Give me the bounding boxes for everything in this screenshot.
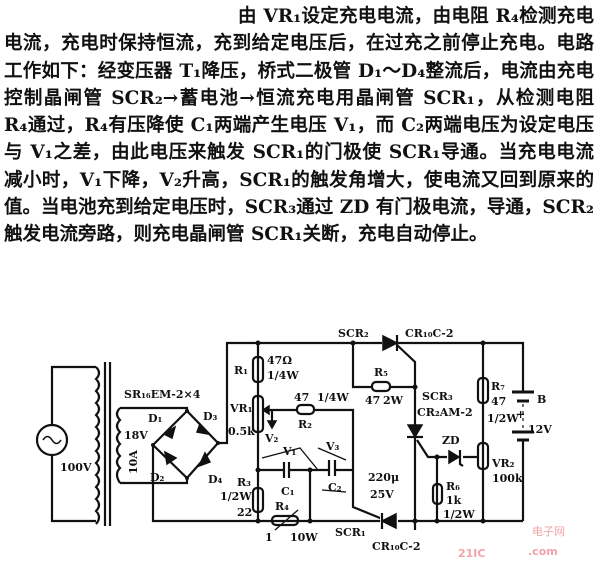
- resistor-r1: [251, 355, 265, 384]
- resistor-r5: [370, 380, 392, 393]
- transformer: [94, 362, 189, 526]
- label-secondary-current: 10A: [127, 450, 140, 474]
- label-r2-value: 47: [294, 391, 309, 404]
- svg-text:21IC: 21IC: [458, 547, 485, 560]
- text-line: 减小时，V₁下降，V₂升高，SCR₁的触发角增大，使电流又回到原来的: [4, 169, 594, 191]
- label-r6: R₆: [446, 480, 460, 493]
- label-scr2: SCR₂: [338, 327, 369, 340]
- label-d3: D₃: [203, 410, 218, 423]
- bridge-rectifier: [151, 341, 258, 523]
- label-v2: V₂: [264, 432, 279, 445]
- label-r2-power: 1/4W: [317, 391, 349, 404]
- label-scr3: SCR₃: [422, 390, 453, 403]
- label-v1: V₁: [282, 445, 297, 458]
- label-scr2-part: CR₁₀C-2: [405, 327, 454, 340]
- label-secondary-voltage: 18V: [124, 429, 148, 442]
- text-line: 控制晶闸管 SCR₂→蓄电池→恒流充电用晶闸管 SCR₁，从检测电阻: [4, 87, 594, 109]
- label-r7-value: 47: [491, 395, 506, 408]
- label-scr1: SCR₁: [335, 526, 366, 539]
- potentiometer-vr2: [476, 441, 490, 471]
- label-r6-value: 1k: [446, 494, 462, 507]
- svg-text:电子网: 电子网: [532, 525, 565, 538]
- label-battery-plus: +: [516, 408, 525, 421]
- diode-d1: [162, 425, 177, 440]
- resistor-r4: [270, 514, 300, 527]
- label-c-voltage: 25V: [370, 488, 394, 501]
- diode-d2: [164, 450, 178, 466]
- thyristor-scr1: [380, 512, 398, 530]
- label-v3: V₃: [325, 440, 340, 453]
- thyristor-scr2: [382, 334, 417, 530]
- label-c1: C₁: [281, 485, 295, 498]
- label-r2: R₂: [298, 418, 312, 431]
- description-paragraph: 由 VR₁设定充电电流，由电阻 R₄检测充电 电流，充电时保持恒流，充到给定电压…: [4, 3, 594, 249]
- text-line: 电流，充电时保持恒流，充到给定电压后，在过充之前停止充电。电路: [4, 33, 594, 55]
- label-battery: B: [537, 393, 546, 406]
- label-r4: R₄: [275, 500, 289, 513]
- text-line: 由 VR₁设定充电电流，由电阻 R₄检测充电: [238, 6, 594, 27]
- label-vr1-value: 0.5k: [228, 425, 255, 438]
- potentiometer-vr1: [251, 394, 265, 434]
- label-vr2: VR₂: [491, 457, 515, 470]
- capacitors: [282, 460, 337, 478]
- svg-text:.com: .com: [528, 545, 558, 558]
- label-r6-power: 1/2W: [443, 508, 475, 521]
- v2-arrow: [266, 420, 278, 430]
- sine-icon: [42, 435, 62, 445]
- label-battery-voltage: 12V: [528, 423, 552, 436]
- label-zd: ZD: [442, 434, 460, 447]
- ac-source: [35, 365, 96, 523]
- text-line: 与 V₁之差，由此电压来触发 SCR₁的门极使 SCR₁导通。当充电电流: [4, 142, 594, 164]
- label-r1-power: 1/4W: [267, 369, 299, 382]
- text-line: 工作如下：经变压器 T₁降压，桥式二极管 D₁～D₄整流后，电流由充电: [4, 60, 594, 82]
- label-d1: D₁: [148, 412, 163, 425]
- label-r5-value: 47: [365, 394, 380, 407]
- resistor-r7: [476, 376, 490, 405]
- resistor-r6: [431, 482, 444, 506]
- label-scr1-part: CR₁₀C-2: [372, 540, 421, 553]
- label-d2: D₂: [150, 471, 165, 484]
- label-vr1: VR₁: [229, 402, 253, 415]
- thyristor-scr3: [406, 424, 478, 467]
- label-scr3-part: CR₂AM-2: [417, 406, 473, 419]
- label-d4: D₄: [208, 473, 223, 486]
- text-line: R₄通过，R₄有压降使 C₁两端产生电压 V₁，而 C₂两端电压为设定电压: [4, 115, 594, 137]
- text-line: 触发电流旁路，则充电晶闸管 SCR₁关断，充电自动停止。: [4, 224, 488, 246]
- label-r4-value: 1: [265, 531, 273, 544]
- label-r1: R₁: [234, 364, 248, 377]
- battery: [512, 390, 534, 442]
- label-r5: R₅: [374, 366, 388, 379]
- diode-d3: [195, 422, 210, 436]
- label-r1-value: 47Ω: [267, 354, 292, 367]
- diode-d4: [197, 451, 212, 468]
- label-r3-power: 1/2W: [220, 490, 252, 503]
- label-r7-power: 1/2W: [487, 412, 519, 425]
- zener-zd: [448, 449, 461, 465]
- label-c-value: 220μ: [368, 471, 399, 484]
- text-line: 值。当电池充到给定电压时，SCR₃通过 ZD 有门极电流，导通，SCR₂: [4, 197, 594, 219]
- label-vr2-value: 100k: [492, 472, 523, 485]
- resistor-r3: [251, 486, 265, 514]
- resistor-r2: [295, 403, 316, 416]
- label-r3-value: 22: [237, 506, 252, 519]
- label-r7: R₇: [491, 380, 505, 393]
- label-r3: R₃: [237, 476, 251, 489]
- label-r5-power: 2W: [383, 394, 404, 407]
- label-source-voltage: 100V: [60, 461, 92, 474]
- watermark-logo: 21IC 电子网 .com: [458, 525, 565, 560]
- label-r4-power: 10W: [290, 531, 318, 544]
- label-bridge-part: SR₁₆EM-2×4: [124, 388, 201, 401]
- label-c2: C₂: [328, 481, 342, 494]
